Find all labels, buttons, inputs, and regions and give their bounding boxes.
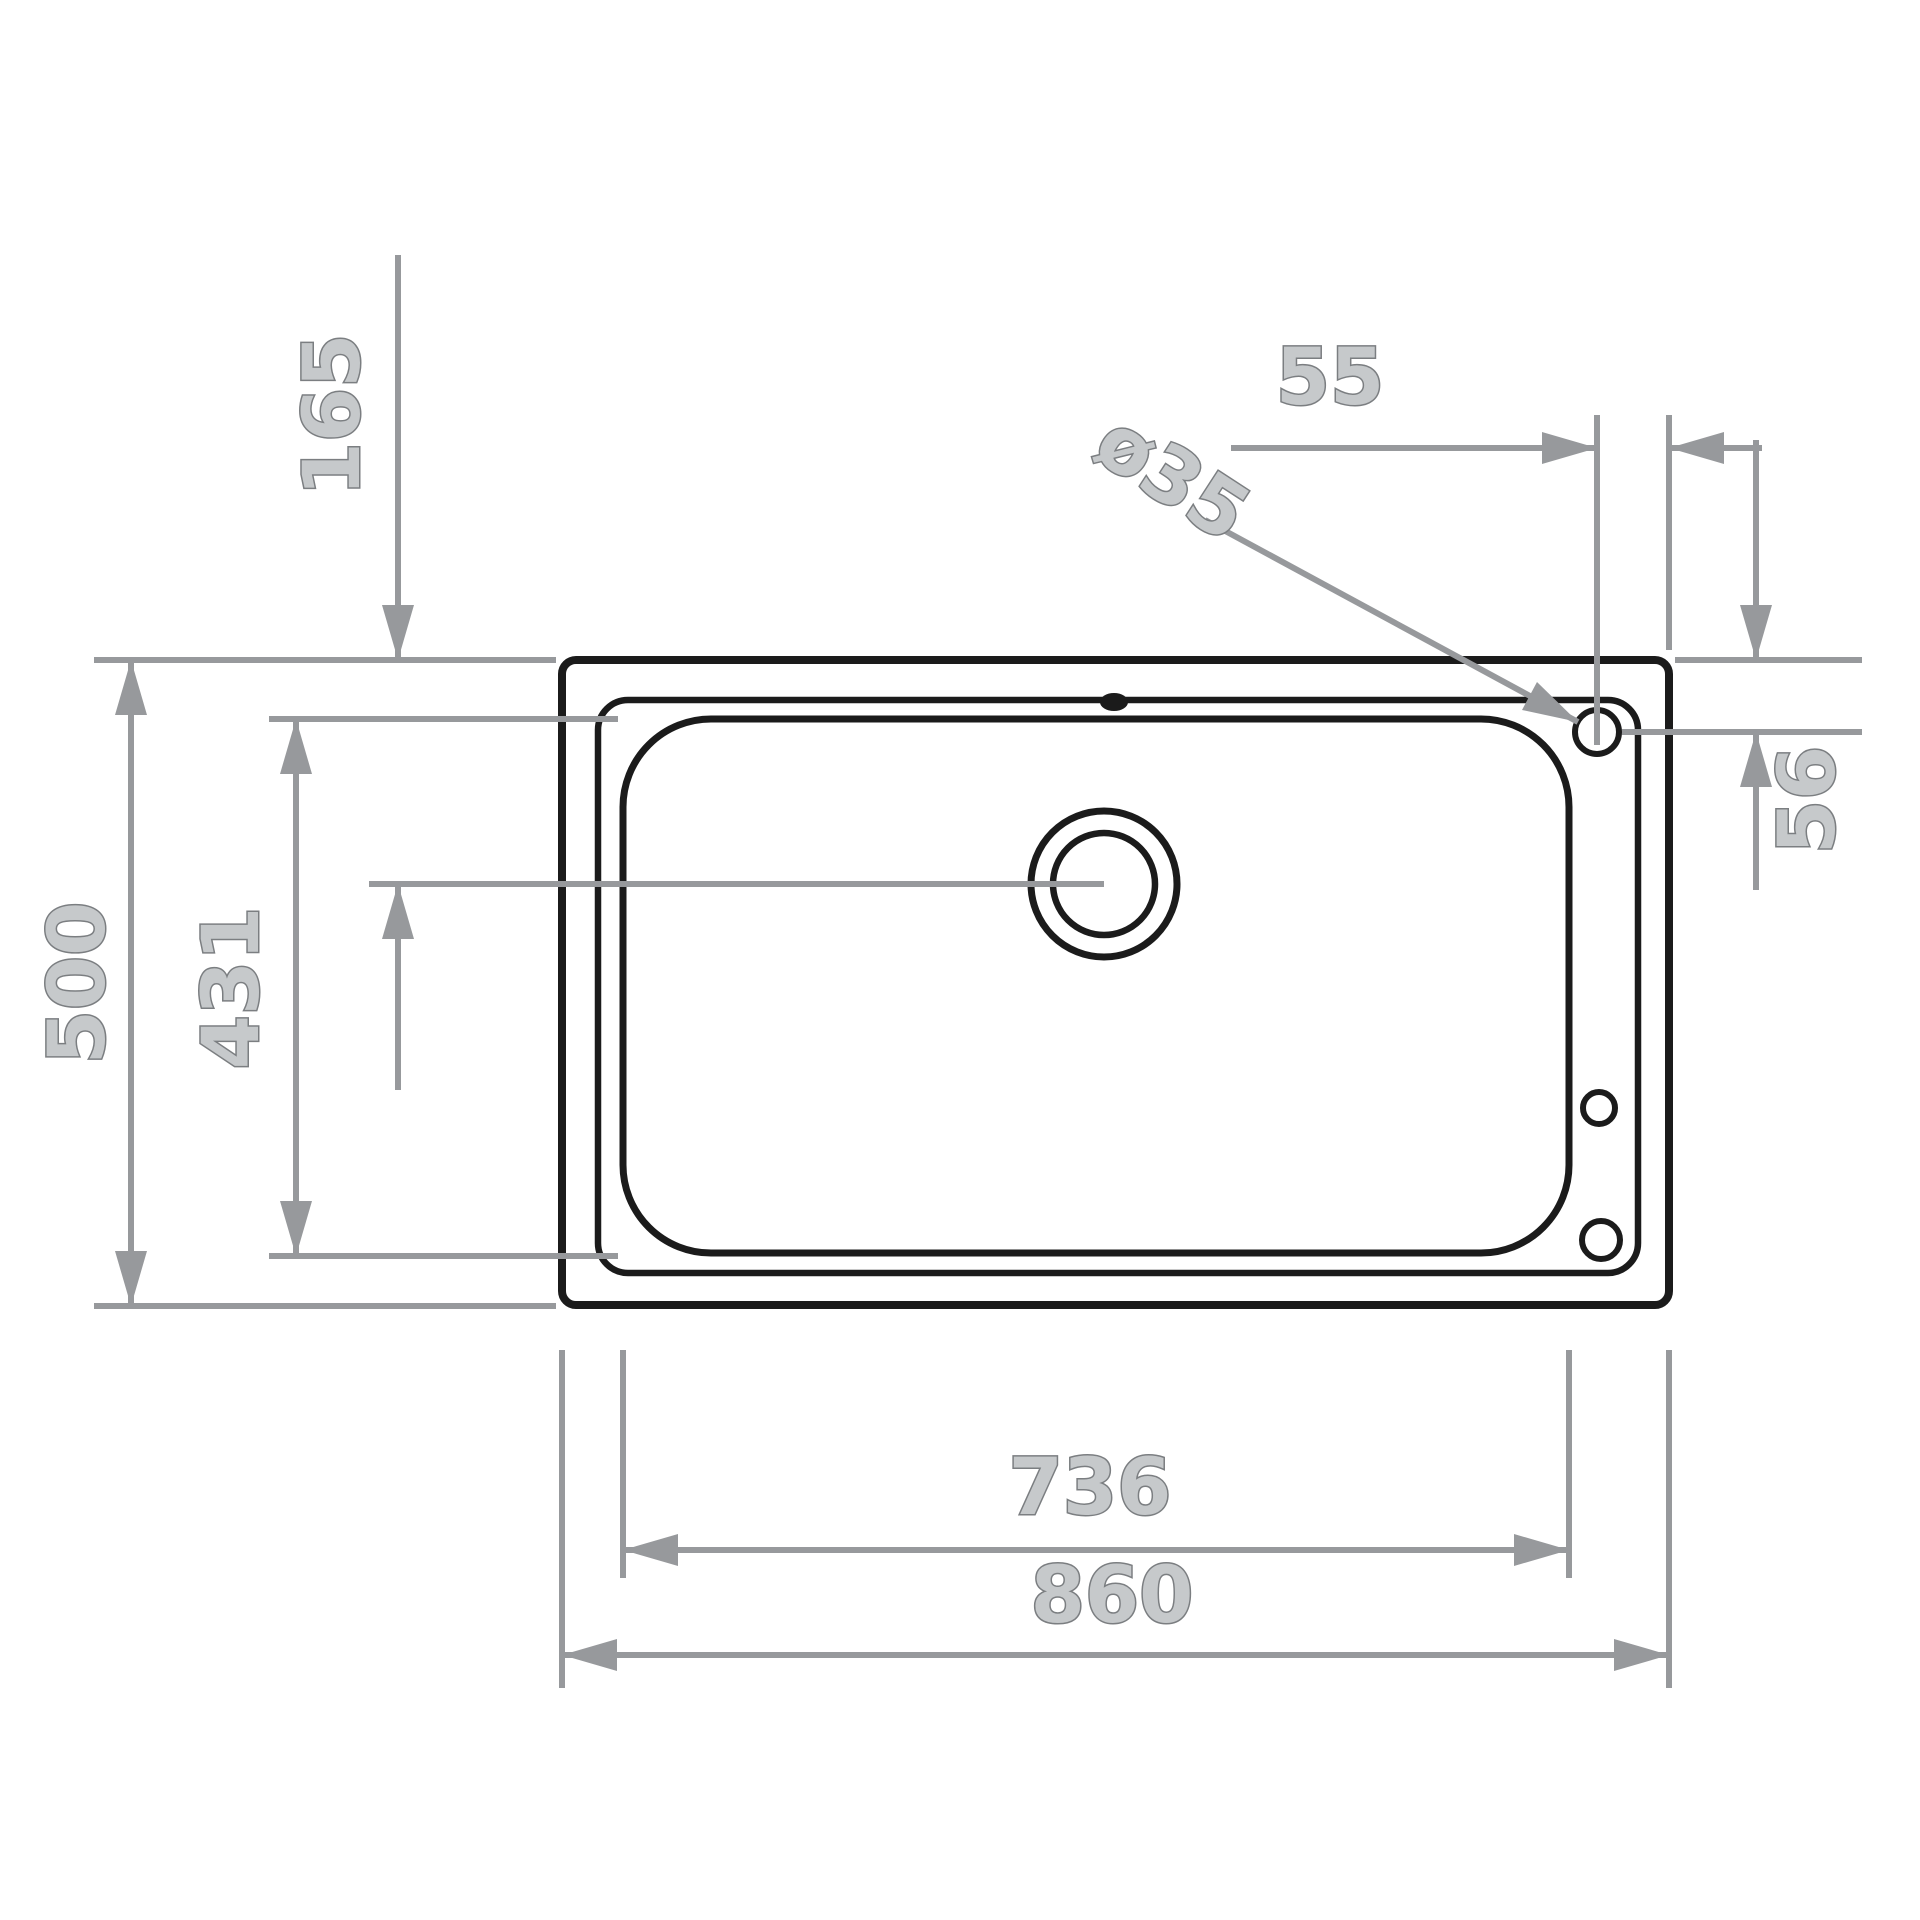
arrow-up-icon xyxy=(1740,732,1772,787)
dim-drain-offset: 165 xyxy=(287,255,1104,1090)
sink-rim-edge xyxy=(594,696,1642,1277)
dim-lines-165 xyxy=(369,255,1104,1090)
arrow-left-icon xyxy=(623,1534,678,1566)
dim-hole-offset-top: 56 xyxy=(1622,440,1862,890)
sink-bowl xyxy=(619,715,1573,1257)
arrow-down-icon xyxy=(1740,605,1772,660)
arrow-up-icon xyxy=(382,884,414,939)
dim-label-860: 860 xyxy=(1031,1551,1194,1641)
dim-overall-width: 860 xyxy=(559,1350,1672,1688)
leader-line-dia35 xyxy=(1203,517,1580,725)
dim-label-431: 431 xyxy=(187,907,277,1070)
dim-lines-56 xyxy=(1622,440,1862,890)
overflow-mark xyxy=(1100,693,1128,711)
dim-lines-431 xyxy=(269,716,618,1259)
arrow-down-icon xyxy=(382,605,414,660)
dim-bowl-width: 736 xyxy=(620,1350,1572,1578)
dim-label-55: 55 xyxy=(1276,333,1385,423)
side-hole-lower xyxy=(1579,1218,1623,1262)
arrow-right-icon xyxy=(1614,1639,1669,1671)
sink-outline xyxy=(558,656,1673,1309)
dim-hole-offset-right: 55 xyxy=(1231,332,1762,745)
side-hole-upper xyxy=(1580,1089,1618,1127)
dim-bowl-depth: 431 xyxy=(186,716,618,1259)
dim-label-736: 736 xyxy=(1009,1443,1172,1533)
dim-lines-736 xyxy=(620,1350,1572,1578)
arrow-leader-icon xyxy=(1522,682,1578,722)
dim-label-165: 165 xyxy=(288,334,378,497)
arrow-left-icon xyxy=(562,1639,617,1671)
arrow-down-icon xyxy=(280,1201,312,1256)
dim-label-56: 56 xyxy=(1763,746,1853,855)
arrow-right-icon xyxy=(1542,432,1597,464)
arrow-down-icon xyxy=(115,1251,147,1306)
arrow-left-icon xyxy=(1669,432,1724,464)
sink-outer-edge xyxy=(558,656,1673,1309)
dim-label-500: 500 xyxy=(33,902,123,1065)
dim-lines-500 xyxy=(94,657,556,1309)
dim-hole-diameter: ø35 xyxy=(1078,395,1580,725)
arrow-up-icon xyxy=(280,719,312,774)
dim-overall-depth: 500 xyxy=(32,657,556,1309)
dim-lines-860 xyxy=(559,1350,1672,1688)
arrow-up-icon xyxy=(115,660,147,715)
arrow-right-icon xyxy=(1514,1534,1569,1566)
